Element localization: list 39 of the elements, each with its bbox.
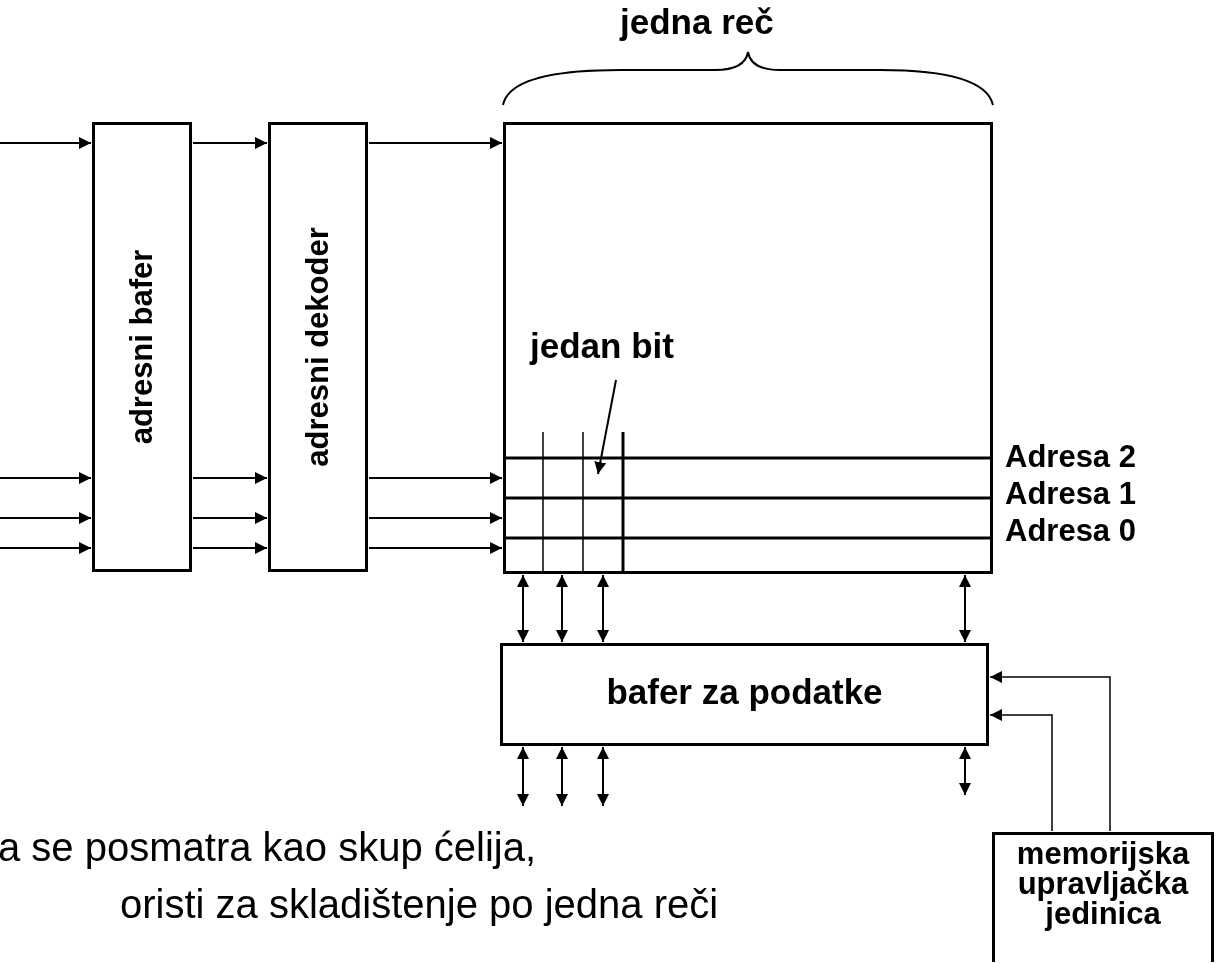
arrow xyxy=(556,746,568,807)
arrow xyxy=(989,709,1053,832)
control-unit-box xyxy=(992,832,1214,962)
row-label: Adresa 2 xyxy=(1005,440,1136,474)
annotation-label: jedna reč xyxy=(620,2,774,42)
arrow xyxy=(517,574,529,643)
box-label: adresni bafer xyxy=(124,249,160,445)
arrow xyxy=(0,512,92,524)
arrow xyxy=(556,574,568,643)
caption-text: a se posmatra kao skup ćelija, xyxy=(0,825,537,870)
arrow xyxy=(192,137,268,149)
arrow xyxy=(959,746,971,796)
arrow xyxy=(517,746,529,807)
caption-text: oristi za skladištenje po jedna reči xyxy=(120,882,719,927)
buffer-box xyxy=(500,643,989,746)
arrow xyxy=(368,137,503,149)
arrow xyxy=(959,574,971,643)
block-box xyxy=(268,122,368,572)
arrow xyxy=(368,512,503,524)
arrow xyxy=(0,472,92,484)
box-label: bafer za podatke xyxy=(605,672,884,712)
arrow xyxy=(368,472,503,484)
callout-label: jedan bit xyxy=(530,326,674,366)
arrow xyxy=(597,746,609,807)
memory-array-box xyxy=(503,122,993,574)
arrow xyxy=(192,512,268,524)
box-label: adresni dekoder xyxy=(300,227,336,467)
row-label: Adresa 1 xyxy=(1005,477,1136,511)
arrow xyxy=(989,671,1111,832)
box-label: memorijska upravljačka jedinica xyxy=(1015,839,1191,929)
arrow xyxy=(368,542,503,554)
arrow xyxy=(597,574,609,643)
arrow xyxy=(0,137,92,149)
arrow xyxy=(192,472,268,484)
arrow xyxy=(0,542,92,554)
block-box xyxy=(92,122,192,572)
row-label: Adresa 0 xyxy=(1005,514,1136,548)
arrow xyxy=(192,542,268,554)
leader-line xyxy=(594,379,617,475)
